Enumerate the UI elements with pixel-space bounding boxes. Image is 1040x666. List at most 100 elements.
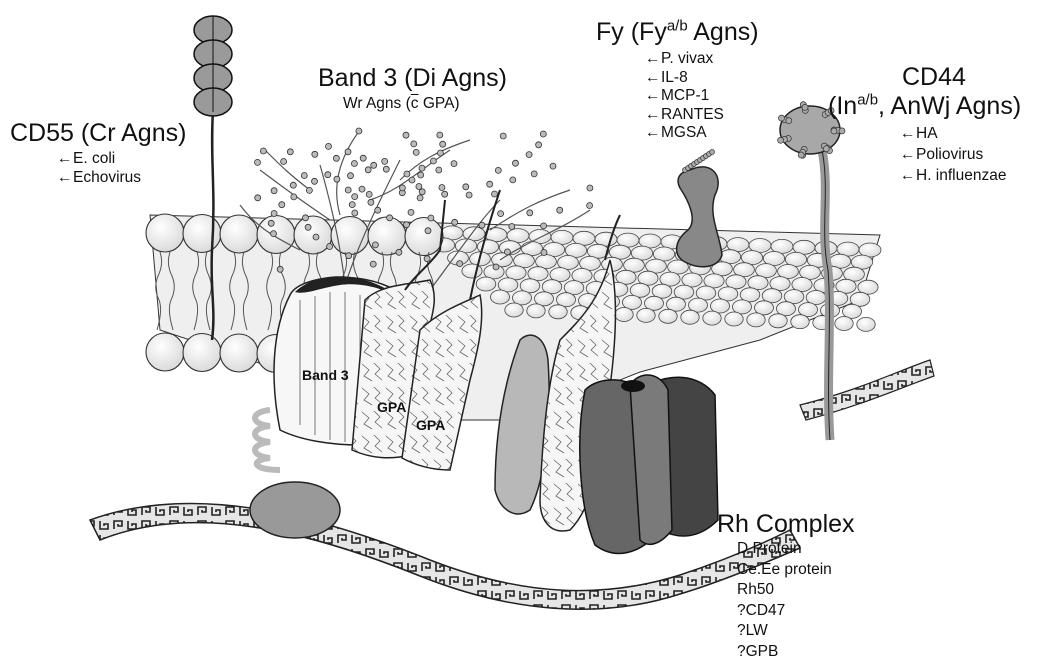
fy-ligand-label: P. vivax <box>661 50 713 67</box>
glycan-bead <box>466 192 472 198</box>
cd44-glycan-bead <box>786 118 792 124</box>
glycan-bead <box>452 219 458 225</box>
fy-glycan-bead <box>710 150 715 155</box>
rh-member-list: D Protein Ce.Ee protein Rh50 ?CD47 ?LW ?… <box>737 541 832 664</box>
glycan-bead <box>279 202 285 208</box>
glycan-bead <box>346 253 352 259</box>
glycan-bead <box>417 195 423 201</box>
glycan-bead <box>359 186 365 192</box>
glycan-bead <box>325 172 331 178</box>
lipid-head <box>505 303 523 317</box>
glycan-branch <box>337 130 360 215</box>
glycan-bead <box>442 191 448 197</box>
arrow-left-icon: ← <box>900 167 916 185</box>
fy-ligand-label: MCP-1 <box>661 87 709 104</box>
arrow-left-icon: ← <box>57 151 73 167</box>
glycan-bead <box>541 250 547 256</box>
glycan-bead <box>371 162 377 168</box>
lipid-head <box>476 277 496 291</box>
glycan-bead <box>440 141 446 147</box>
cd44-title: CD44 <box>902 65 966 90</box>
band3-subtitle-pre: Wr Agns ( <box>343 95 411 112</box>
lipid-head-lower <box>146 333 184 371</box>
cd55-ligand-item: ←Echovirus <box>57 170 141 186</box>
cd44-ligand-label: Poliovirus <box>916 146 983 163</box>
arrow-left-icon: ← <box>57 170 73 186</box>
lipid-head <box>681 310 699 324</box>
cd55-ligand-item: ←E. coli <box>57 151 141 167</box>
cd44-subtitle-post: , AnWj Agns) <box>878 92 1021 120</box>
glycan-bead <box>541 223 547 229</box>
rh-member: ?CD47 <box>737 603 832 619</box>
glycan-bead <box>399 185 405 191</box>
band3-subtitle-c: c <box>411 95 419 112</box>
glycan-bead <box>291 194 297 200</box>
glycan-bead <box>419 189 425 195</box>
protein-4-2-blob <box>250 482 340 538</box>
lipid-head <box>491 290 510 304</box>
lipid-head <box>747 313 765 327</box>
lipid-head <box>835 317 853 331</box>
glycan-bead <box>413 149 419 155</box>
lipid-head <box>462 264 482 278</box>
arrow-left-icon: ← <box>645 51 661 67</box>
fy-ligand-item: ←IL-8 <box>645 70 724 86</box>
glycan-bead <box>301 173 307 179</box>
lipid-head <box>791 315 809 329</box>
glycan-bead <box>365 167 371 173</box>
cd44-subtitle-pre: (In <box>828 92 857 120</box>
rh-member: Rh50 <box>737 582 832 598</box>
cd44-glycan-bead <box>831 128 837 134</box>
glycan-bead <box>536 142 542 148</box>
glycan-bead <box>327 244 333 250</box>
glycan-branch <box>265 150 310 190</box>
glycan-bead <box>312 178 318 184</box>
fy-title-sup: a/b <box>667 18 688 35</box>
glycan-bead <box>345 187 351 193</box>
glycan-bead <box>334 176 340 182</box>
glycan-bead <box>424 256 430 262</box>
glycan-bead <box>463 184 469 190</box>
glycan-bead <box>306 187 312 193</box>
fy-ligand-label: RANTES <box>661 106 724 123</box>
glycan-bead <box>312 151 318 157</box>
cd44-ligand-item: ←Poliovirus <box>900 146 1006 164</box>
lipid-head-upper <box>294 216 332 254</box>
glycan-bead <box>352 210 358 216</box>
glycan-bead <box>526 152 532 158</box>
glycan-bead <box>411 141 417 147</box>
cd44-ligand-label: HA <box>916 125 938 142</box>
cd44-glycan-bead <box>778 137 784 143</box>
arrow-left-icon: ← <box>900 146 916 164</box>
band3-subtitle: Wr Agns (c GPA) <box>343 96 460 112</box>
glycan-bead <box>436 167 442 173</box>
glycan-bead <box>382 158 388 164</box>
glycan-bead <box>430 158 436 164</box>
glycan-bead <box>418 172 424 178</box>
cd44-ligand-item: ←H. influenzae <box>900 167 1006 185</box>
fy-ligand-label: IL-8 <box>661 69 688 86</box>
lipid-head <box>857 317 875 331</box>
glycan-bead <box>303 215 309 221</box>
glycan-bead <box>255 159 261 165</box>
rh-complex <box>580 375 718 553</box>
cd55-title: CD55 (Cr Agns) <box>10 121 186 146</box>
duffy-protein <box>677 167 722 267</box>
fy-ligand-item: ←MGSA <box>645 125 724 141</box>
lipid-head <box>615 308 633 322</box>
glycan-bead <box>504 249 510 255</box>
coiled-anchor <box>255 410 280 470</box>
glycan-bead <box>437 150 443 156</box>
gpa-inner-label-1: GPA <box>377 400 406 414</box>
glycan-bead <box>428 215 434 221</box>
glycan-bead <box>550 163 556 169</box>
cd44-glycan-bead <box>823 146 829 152</box>
cd44-ligand-list: ←HA ←Poliovirus ←H. influenzae <box>900 125 1006 187</box>
glycan-bead <box>587 203 593 209</box>
cd55-ligand-label: E. coli <box>73 150 115 167</box>
rh-member: D Protein <box>737 541 832 557</box>
glycan-bead <box>268 220 274 226</box>
glycan-bead <box>457 261 463 267</box>
rh-member: ?GPB <box>737 644 832 660</box>
glycan-bead <box>439 185 445 191</box>
